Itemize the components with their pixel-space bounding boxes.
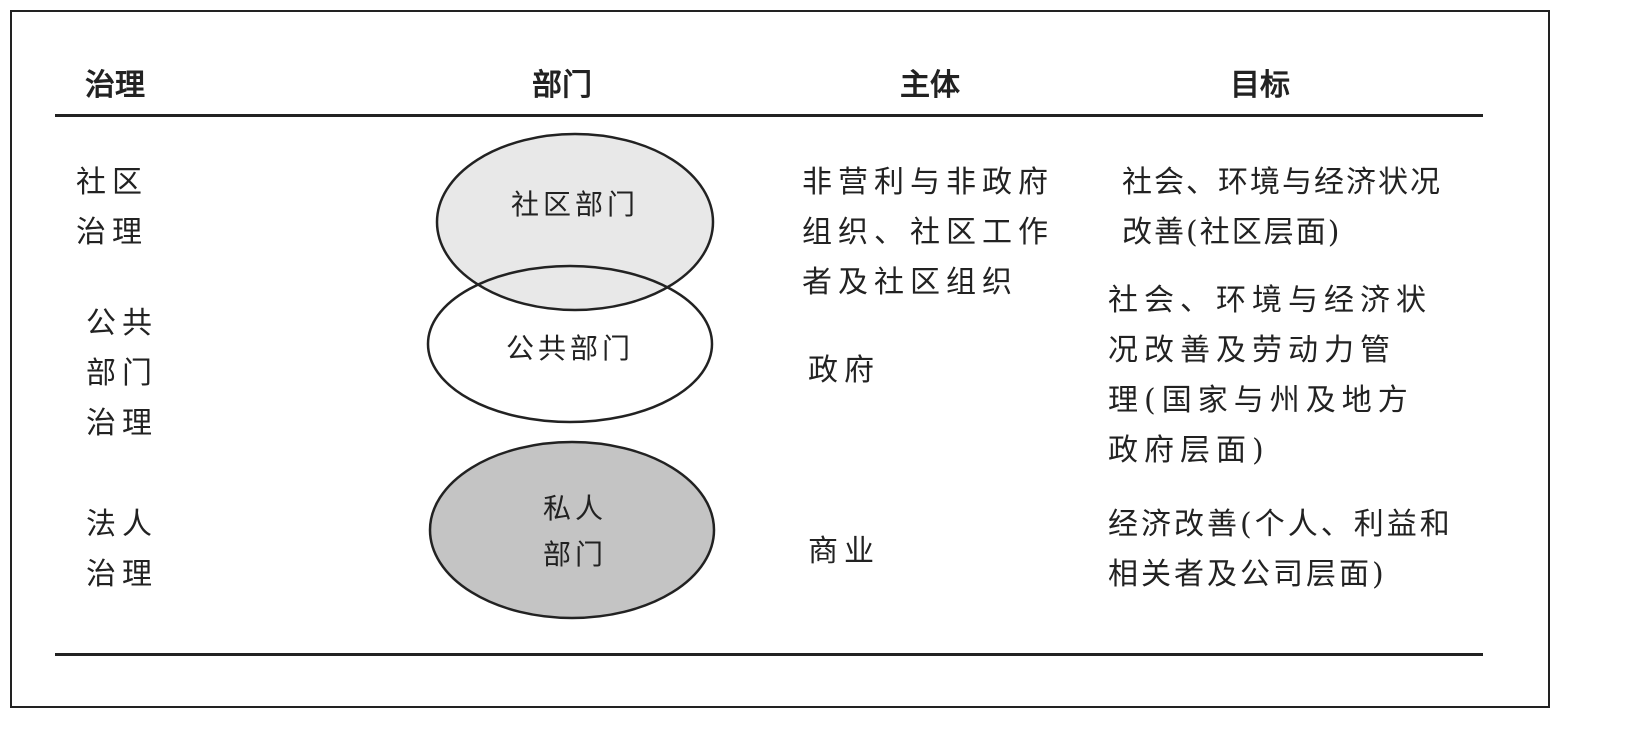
top-rule bbox=[55, 114, 1483, 117]
label-line: 部门 bbox=[542, 538, 607, 571]
public-sector-outline bbox=[426, 264, 714, 424]
private-sector-label: 私人 部门 bbox=[470, 486, 680, 578]
header-governance: 治理 bbox=[85, 68, 145, 103]
text-line: 社会、环境与经济状 bbox=[1108, 283, 1432, 318]
text-line: 公共 bbox=[86, 306, 158, 341]
text-line: 理(国家与州及地方 bbox=[1108, 383, 1414, 418]
text-line: 治理 bbox=[86, 406, 158, 441]
text-line: 相关者及公司层面) bbox=[1108, 557, 1387, 592]
text-line: 部门 bbox=[86, 356, 158, 391]
community-sector-ellipse bbox=[435, 132, 715, 312]
community-sector-label: 社区部门 bbox=[510, 188, 639, 221]
header-actors: 主体 bbox=[900, 68, 960, 103]
diagram-frame bbox=[10, 10, 1550, 708]
private-sector-ellipse bbox=[428, 440, 716, 620]
text-line: 政府 bbox=[808, 353, 880, 388]
row-community-governance: 社区 治理 bbox=[76, 158, 148, 258]
header-goals: 目标 bbox=[1230, 68, 1290, 103]
text-line: 政府层面) bbox=[1108, 433, 1270, 468]
text-line: 社会、环境与经济状况 bbox=[1122, 165, 1442, 200]
text-line: 非营利与非政府 bbox=[802, 165, 1054, 200]
row-public-goals: 社会、环境与经济状 况改善及劳动力管 理(国家与州及地方 政府层面) bbox=[1108, 278, 1432, 478]
text-line: 组织、社区工作 bbox=[802, 215, 1054, 250]
row-corporate-governance: 法人 治理 bbox=[86, 500, 158, 600]
row-corporate-goals: 经济改善(个人、利益和 相关者及公司层面) bbox=[1108, 500, 1453, 600]
text-line: 商业 bbox=[808, 534, 880, 569]
text-line: 况改善及劳动力管 bbox=[1108, 333, 1396, 368]
row-community-actors: 非营利与非政府 组织、社区工作 者及社区组织 bbox=[802, 158, 1054, 308]
text-line: 社区 bbox=[76, 165, 148, 200]
header-sector: 部门 bbox=[532, 68, 592, 103]
row-corporate-actors: 商业 bbox=[808, 527, 880, 577]
label-line: 私人 bbox=[542, 492, 607, 525]
text-line: 法人 bbox=[86, 507, 158, 542]
row-community-goals: 社会、环境与经济状况 改善(社区层面) bbox=[1122, 158, 1442, 258]
row-public-governance: 公共 部门 治理 bbox=[86, 300, 158, 450]
public-sector-label: 公共部门 bbox=[505, 332, 634, 365]
text-line: 治理 bbox=[76, 215, 148, 250]
bottom-rule bbox=[55, 653, 1483, 656]
public-sector-ellipse bbox=[428, 266, 712, 422]
row-public-actors: 政府 bbox=[808, 346, 880, 396]
text-line: 治理 bbox=[86, 557, 158, 592]
text-line: 经济改善(个人、利益和 bbox=[1108, 507, 1453, 542]
text-line: 改善(社区层面) bbox=[1122, 215, 1342, 250]
text-line: 者及社区组织 bbox=[802, 265, 1018, 300]
